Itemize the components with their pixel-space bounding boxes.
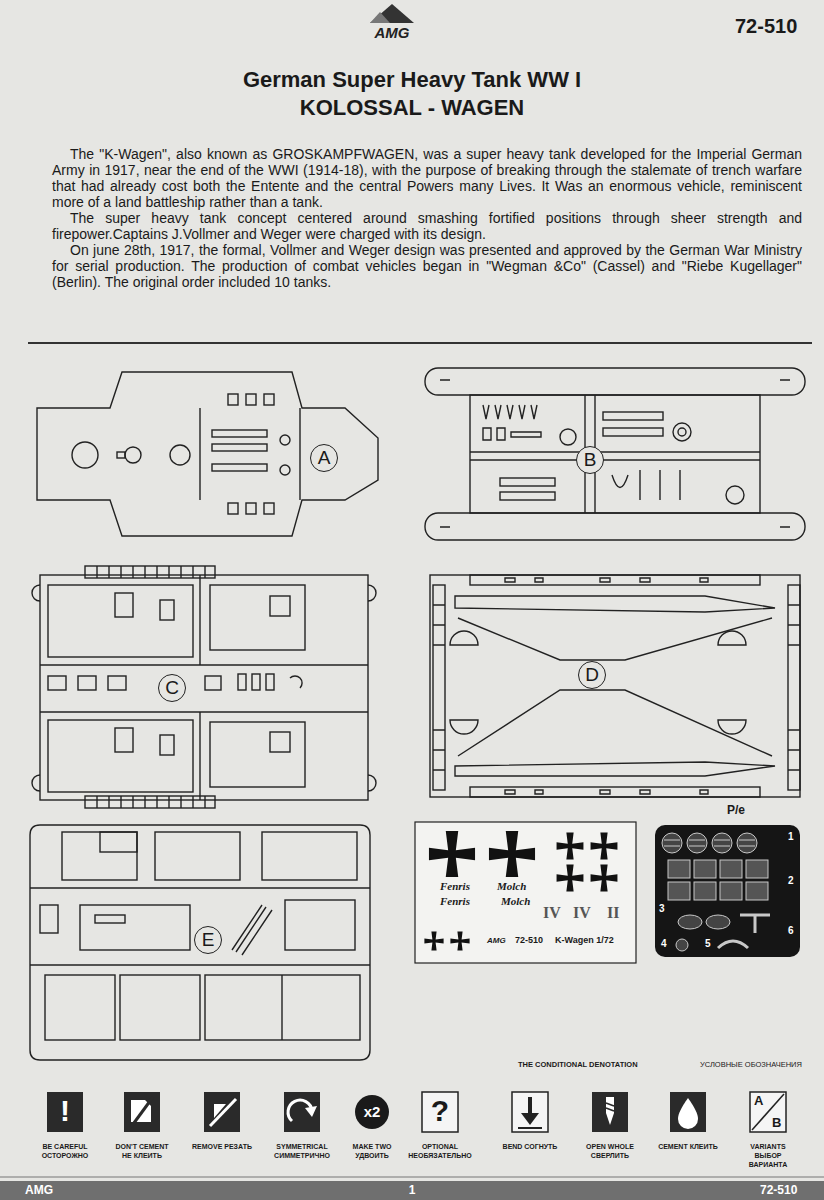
decal-sheet-drawing: [415, 822, 636, 963]
sprue-letter: C: [165, 678, 179, 698]
legend-text: CEMENT КЛЕИТЬ: [656, 1142, 720, 1151]
icon-symbol: ?: [431, 1094, 449, 1128]
decal-text: Fenris: [440, 895, 470, 908]
legend-icons: [47, 1092, 786, 1132]
icon-symbol: !: [60, 1094, 70, 1128]
logo-peak: [370, 4, 414, 23]
decal-text: 3: [659, 903, 665, 915]
logo-text: AMG: [375, 24, 410, 41]
decal-text: 2: [788, 875, 794, 887]
photo-etch-drawing: [655, 825, 800, 957]
legend-text: BE CAREFUL ОСТОРОЖНО: [33, 1142, 97, 1160]
legend-text: REMOVE РЕЗАТЬ: [190, 1142, 254, 1151]
decal-text: IV: [573, 904, 591, 922]
sprue-letter-circle: C: [158, 674, 186, 702]
decal-text: K-Wagen 1/72: [555, 935, 614, 946]
sprue-letter: B: [584, 450, 597, 470]
decal-text: II: [607, 904, 619, 922]
sprue-letter-circle: A: [310, 444, 338, 472]
decal-sheet: FenrisMolchFenrisMolchIVIVIIAMG72-510K-W…: [415, 822, 636, 963]
icon-symbol: A: [754, 1093, 763, 1108]
footer-text: AMG: [25, 1183, 53, 1197]
sprue-letter: A: [318, 448, 331, 468]
legend-heading: УСЛОВНЫЕ ОБОЗНАЧЕНИЯ: [700, 1060, 802, 1069]
kit-number: 72-510: [735, 14, 797, 38]
legend-text: OPTIONAL НЕОБЯЗАТЕЛЬНО: [408, 1142, 472, 1160]
decal-text: 6: [788, 925, 794, 937]
sprue-letter: D: [585, 665, 599, 685]
decal-text: 5: [705, 938, 711, 950]
page-number: 1: [409, 1183, 416, 1197]
decal-text: Molch: [497, 880, 526, 893]
decal-text: AMG: [487, 936, 506, 946]
sprue-letter-circle: B: [576, 446, 604, 474]
footer-rule: [0, 1177, 824, 1178]
logo-peak: [370, 12, 390, 23]
history-paragraph: The super heavy tank concept centered ar…: [52, 210, 802, 242]
decal-text: Fenris: [440, 880, 470, 893]
page-title: German Super Heavy Tank WW I KOLOSSAL - …: [212, 66, 612, 122]
sprue-letter-circle: D: [578, 661, 606, 689]
photo-etch-fret: P/e123456: [655, 825, 800, 957]
legend-text: SYMMETRICAL СИММЕТРИЧНО: [270, 1142, 334, 1160]
decal-text: 4: [661, 938, 667, 950]
decal-text: IV: [543, 904, 561, 922]
sprue-letter: E: [202, 930, 215, 950]
sprue-letter-circle: E: [194, 926, 222, 954]
icon-symbol: x2: [364, 1103, 381, 1121]
decal-text: Molch: [501, 895, 530, 908]
icon-symbol: B: [772, 1115, 781, 1130]
legend-text: BEND СОГНУТЬ: [498, 1142, 562, 1151]
legend-text: MAKE TWO УДВОИТЬ: [340, 1142, 404, 1160]
legend-text: VARIANTS ВЫБОР ВАРИАНТА: [736, 1142, 800, 1169]
legend-heading: THE CONDITIONAL DENOTATION: [518, 1060, 638, 1069]
decal-text: 72-510: [515, 935, 543, 946]
decal-text: 1: [788, 831, 794, 843]
footer-band: [0, 1181, 824, 1200]
separator-line: [28, 342, 812, 344]
decal-text: P/e: [727, 803, 745, 817]
history-paragraph: On june 28th, 1917, the formal, Vollmer …: [52, 242, 802, 290]
legend-text: DON'T CEMENT НЕ КЛЕИТЬ: [110, 1142, 174, 1160]
sprue-drawings: [30, 368, 805, 1060]
footer-text: 72-510: [760, 1183, 797, 1197]
history-paragraph: The "K-Wagen", also known as GROSKAMPFWA…: [52, 146, 802, 210]
legend-text: OPEN WHOLE СВЕРЛИТЬ: [578, 1142, 642, 1160]
